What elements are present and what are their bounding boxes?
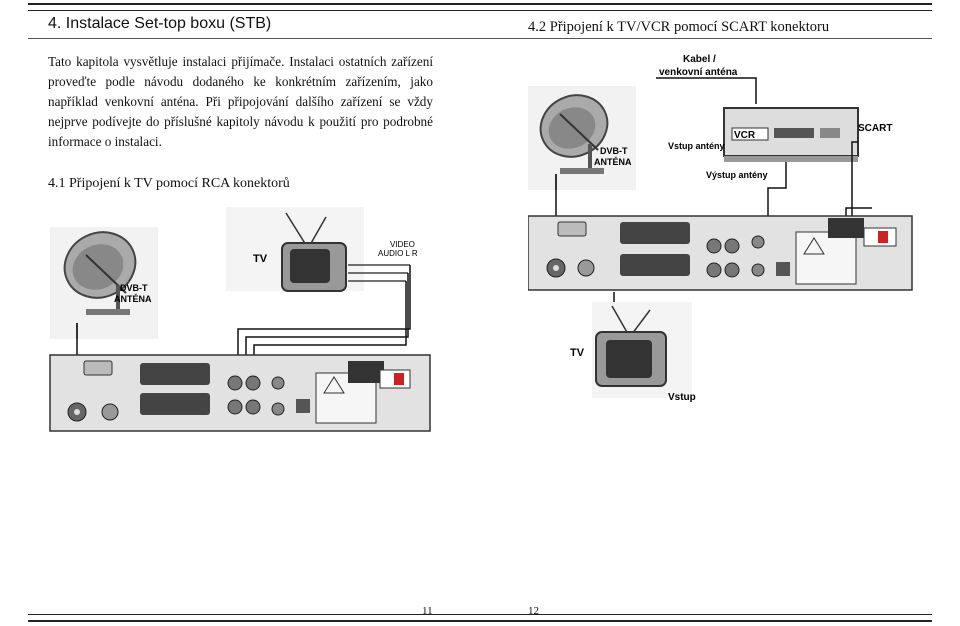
top-border: [28, 3, 932, 11]
page-number: 11: [422, 605, 433, 617]
scart-connection-diagram: Kabel / venkovní anténa DVB-T ANTÉNA VCR…: [528, 54, 913, 403]
antenna-label-2: ANTÉNA: [594, 157, 632, 167]
tv-icon: [592, 302, 692, 398]
page-heading: 4. Instalace Set-top boxu (STB): [48, 15, 272, 32]
tv-label: TV: [253, 253, 268, 265]
input-label: Vstup: [668, 392, 696, 403]
video-label: VIDEO: [390, 240, 415, 249]
left-page: 4. Instalace Set-top boxu (STB) Tato kap…: [48, 0, 480, 626]
tv-label: TV: [570, 347, 585, 359]
section-heading-rca: 4.1 Připojení k TV pomocí RCA konektorů: [48, 176, 290, 191]
intro-paragraph: Tato kapitola vysvětluje instalaci přijí…: [48, 54, 433, 149]
scart-label: SCART: [858, 123, 892, 134]
antenna-dish-icon: [50, 227, 158, 339]
cable-label-1: Kabel /: [683, 54, 716, 65]
stb-back-panel: [49, 354, 431, 432]
vcr-label: VCR: [734, 130, 756, 141]
right-page: 4.2 Připojení k TV/VCR pomocí SCART kone…: [528, 0, 928, 626]
antenna-label-2: ANTÉNA: [114, 294, 152, 304]
header-rule: [28, 38, 932, 39]
bottom-border: [28, 614, 932, 622]
antenna-label-1: DVB-T: [600, 146, 628, 156]
antenna-label-1: DVB-T: [120, 283, 148, 293]
page-number: 12: [528, 605, 539, 617]
stb-back-panel: [528, 215, 913, 291]
tv-icon: [226, 207, 364, 292]
antenna-input-label: Vstup antény: [668, 141, 725, 151]
antenna-output-label: Výstup antény: [706, 170, 768, 180]
audio-label: AUDIO L R: [378, 249, 418, 258]
cable-label-2: venkovní anténa: [659, 67, 738, 78]
page-heading: 4.2 Připojení k TV/VCR pomocí SCART kone…: [528, 19, 830, 35]
vcr-icon: [723, 107, 859, 162]
antenna-dish-icon: [528, 86, 636, 190]
rca-connection-diagram: DVB-T ANTÉNA TV VIDEO AUDIO L R: [49, 207, 431, 432]
